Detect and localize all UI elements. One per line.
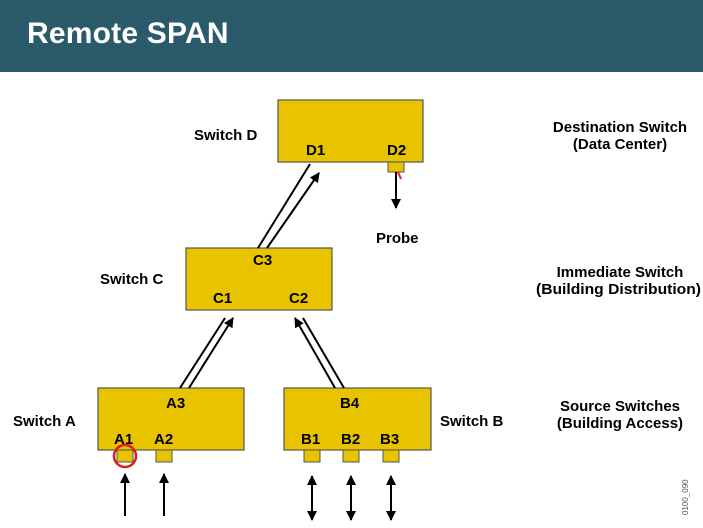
port-b1-connector <box>303 449 321 463</box>
switch-a-label: Switch A <box>13 413 76 430</box>
port-a1-highlight-circle <box>112 443 138 469</box>
port-b3-label: B3 <box>380 431 399 448</box>
port-a2-label: A2 <box>154 431 173 448</box>
tier-destination-line2: (Data Center) <box>573 136 667 153</box>
port-a2-connector <box>155 449 173 463</box>
figure-code: 0100_090 <box>681 479 690 515</box>
port-b2-connector <box>342 449 360 463</box>
switch-c-label: Switch C <box>100 271 164 288</box>
port-b3-connector <box>382 449 400 463</box>
port-b2-label: B2 <box>341 431 360 448</box>
tier-source-line2: (Building Access) <box>557 415 683 432</box>
port-b1-label: B1 <box>301 431 320 448</box>
probe-label: Probe <box>376 230 419 247</box>
switch-b-box <box>283 387 432 451</box>
port-d1-label: D1 <box>306 142 325 159</box>
switch-a-box <box>97 387 245 451</box>
tier-source-line1: Source Switches <box>560 398 680 415</box>
port-b4-label: B4 <box>340 395 360 412</box>
port-a1-label: A1 <box>114 431 133 448</box>
port-d2-connector <box>387 161 405 173</box>
port-c1-label: C1 <box>213 290 232 307</box>
switch-c-box <box>185 247 333 311</box>
port-d2-label: D2 <box>387 142 406 159</box>
port-c2-label: C2 <box>289 290 308 307</box>
port-a3-label: A3 <box>166 395 185 412</box>
title-bar: Remote SPAN <box>0 0 703 72</box>
probe-mark-red <box>397 171 402 180</box>
link-b4-c2 <box>294 317 345 389</box>
link-a3-c1 <box>179 317 234 389</box>
page-title: Remote SPAN <box>27 17 229 50</box>
tier-immediate-line2: (Building Distribution) <box>536 281 701 298</box>
port-c3-label: C3 <box>253 252 272 269</box>
link-c3-d1 <box>257 163 320 249</box>
tier-destination-line1: Destination Switch <box>553 119 687 136</box>
port-a1-connector <box>116 449 134 463</box>
switch-d-box <box>277 99 424 163</box>
switch-d-label: Switch D <box>194 127 258 144</box>
tier-immediate-line1: Immediate Switch <box>557 264 684 281</box>
switch-b-label: Switch B <box>440 413 504 430</box>
